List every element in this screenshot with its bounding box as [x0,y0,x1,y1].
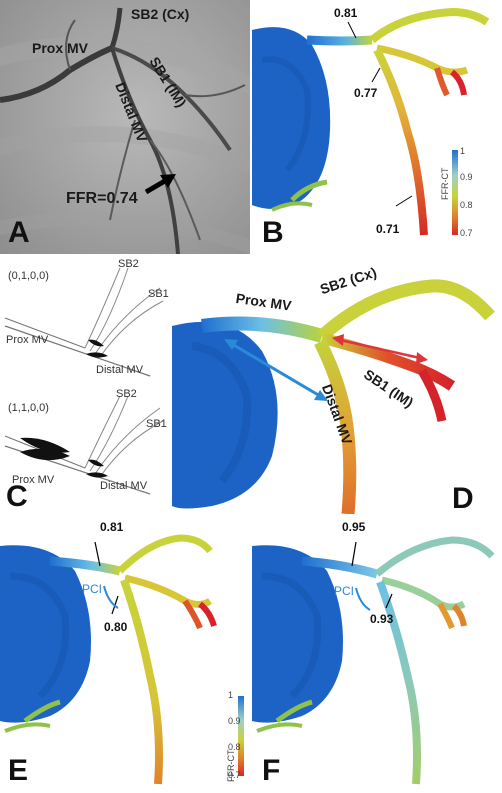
pci-label-e: PCI [82,582,103,596]
panel-letter-a: A [8,216,30,249]
colorbar-e [238,696,244,776]
colorbar-tick: 0.9 [228,716,241,726]
diagram-distal-bottom: Distal MV [100,480,148,492]
colorbar-b [452,150,458,235]
diagram-code-bottom: (1,1,0,0) [8,402,49,414]
colorbar-tick: 0.7 [228,770,241,780]
value-077: 0.77 [354,86,378,100]
ffrct-model-b [252,7,490,236]
diagram-sb1-bottom: SB1 [146,418,167,430]
value-080-e: 0.80 [104,620,128,634]
panel-letter-d: D [452,482,474,514]
panel-c-diagram: (0,1,0,0) SB2 SB1 Prox MV Distal MV (1,1… [0,256,170,514]
panel-letter-b: B [262,216,284,249]
panel-e-ffrct: 0.81 0.80 PCI 1 0.9 0.8 0.7 FFR-CT E [0,516,250,793]
red-double-arrow [332,334,428,364]
panel-letter-f: F [262,754,281,787]
angiogram-image [0,0,250,254]
diagram-prox-bottom: Prox MV [12,474,55,486]
label-ffr: FFR=0.74 [66,190,138,207]
value-081: 0.81 [334,6,358,20]
panel-d-ffrct: Prox MV SB2 (Cx) SB1 (IM) Distal MV D [172,256,502,514]
panel-f-ffrct: 0.95 0.93 PCI F [252,516,502,793]
label-sb2: SB2 (Cx) [131,6,190,22]
ffrct-model-e [0,534,244,785]
colorbar-title: FFR-CT [440,167,450,201]
pci-label-f: PCI [334,584,355,598]
panel-b-ffrct: 0.81 0.77 0.71 1 0.9 0.8 0.7 FFR-CT B [252,0,502,254]
panel-letter-e: E [8,754,29,787]
colorbar-tick: 0.7 [460,228,473,238]
colorbar-title-e: FFR-CT [226,749,236,783]
diagram-prox-top: Prox MV [6,334,49,346]
pci-bracket-f [355,587,371,611]
colorbar-tick: 1 [228,690,234,700]
panel-letter-c: C [6,480,28,513]
colorbar-tick: 1 [460,146,466,156]
diagram-sb1-top: SB1 [148,288,169,300]
colorbar-tick: 0.8 [460,200,473,210]
diagram-code-top: (0,1,0,0) [8,270,49,282]
diagram-sb2-top: SB2 [118,258,139,270]
diagram-distal-top: Distal MV [96,364,144,376]
panel-a-angiogram: SB2 (Cx) Prox MV SB1 (IM) Distal MV FFR=… [0,0,250,254]
value-095-f: 0.95 [342,520,366,534]
ffrct-model-f [252,536,495,785]
value-071: 0.71 [376,222,400,236]
colorbar-tick: 0.9 [460,172,473,182]
value-093-f: 0.93 [370,612,394,626]
colorbar-tick: 0.8 [228,742,241,752]
bifurcation-diagram [4,267,164,495]
value-081-e: 0.81 [100,520,124,534]
ffrct-model-d [172,279,495,514]
pci-bracket [103,585,119,609]
label-prox-mv: Prox MV [32,40,89,56]
blue-double-arrow [224,339,328,401]
diagram-sb2-bottom: SB2 [116,388,137,400]
